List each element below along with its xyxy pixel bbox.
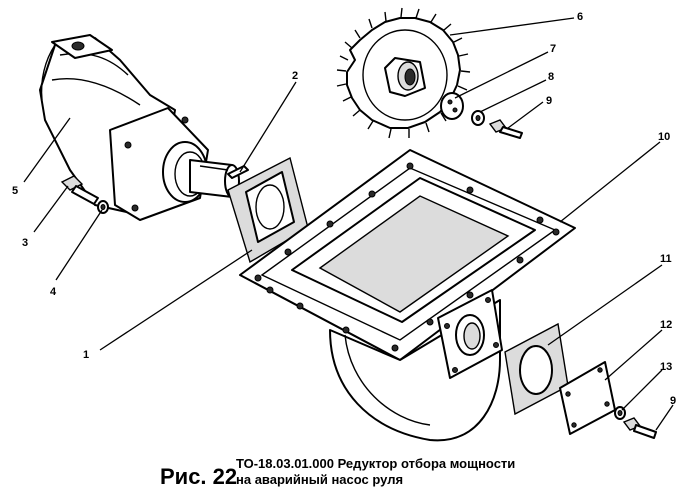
callout-2: 2 — [292, 70, 298, 82]
callout-9-top: 9 — [546, 95, 552, 107]
leader-lines — [23, 17, 674, 431]
callout-12: 12 — [660, 319, 672, 331]
bolt-part-9-top — [488, 119, 523, 139]
callout-1: 1 — [83, 349, 89, 361]
figure-label: Рис. 22 — [160, 464, 237, 489]
cover-part-12 — [559, 361, 616, 435]
housing-part-10 — [239, 149, 576, 442]
caption-line-1: ТО-18.03.01.000 Редуктор отбора мощности — [236, 456, 515, 471]
callout-3: 3 — [22, 237, 28, 249]
washer-part-4 — [97, 200, 109, 214]
lock-plate-part-7 — [440, 92, 464, 120]
figure-caption: Рис. 22 ТО-18.03.01.000 Редуктор отбора … — [160, 456, 515, 489]
caption-line-2: на аварийный насос руля — [236, 472, 403, 487]
callout-10: 10 — [658, 131, 670, 143]
callout-5: 5 — [12, 185, 18, 197]
callout-11: 11 — [660, 253, 672, 265]
callout-6: 6 — [577, 11, 583, 23]
gear-part-6 — [336, 7, 471, 139]
callout-4: 4 — [50, 286, 57, 298]
callout-8: 8 — [548, 71, 554, 83]
gasket-part-1 — [227, 156, 309, 264]
callout-7: 7 — [550, 43, 556, 55]
key-part-2 — [227, 165, 249, 179]
bolt-part-9-bottom — [622, 417, 657, 439]
callouts: 1 2 3 4 5 6 7 8 9 10 11 12 13 9 — [12, 11, 676, 407]
pump-motor-part-5 — [39, 34, 240, 221]
callout-13: 13 — [660, 361, 672, 373]
gasket-part-11 — [504, 322, 569, 416]
washer-part-8 — [471, 110, 485, 126]
washer-part-13 — [614, 406, 626, 420]
callout-9-bottom: 9 — [670, 395, 676, 407]
